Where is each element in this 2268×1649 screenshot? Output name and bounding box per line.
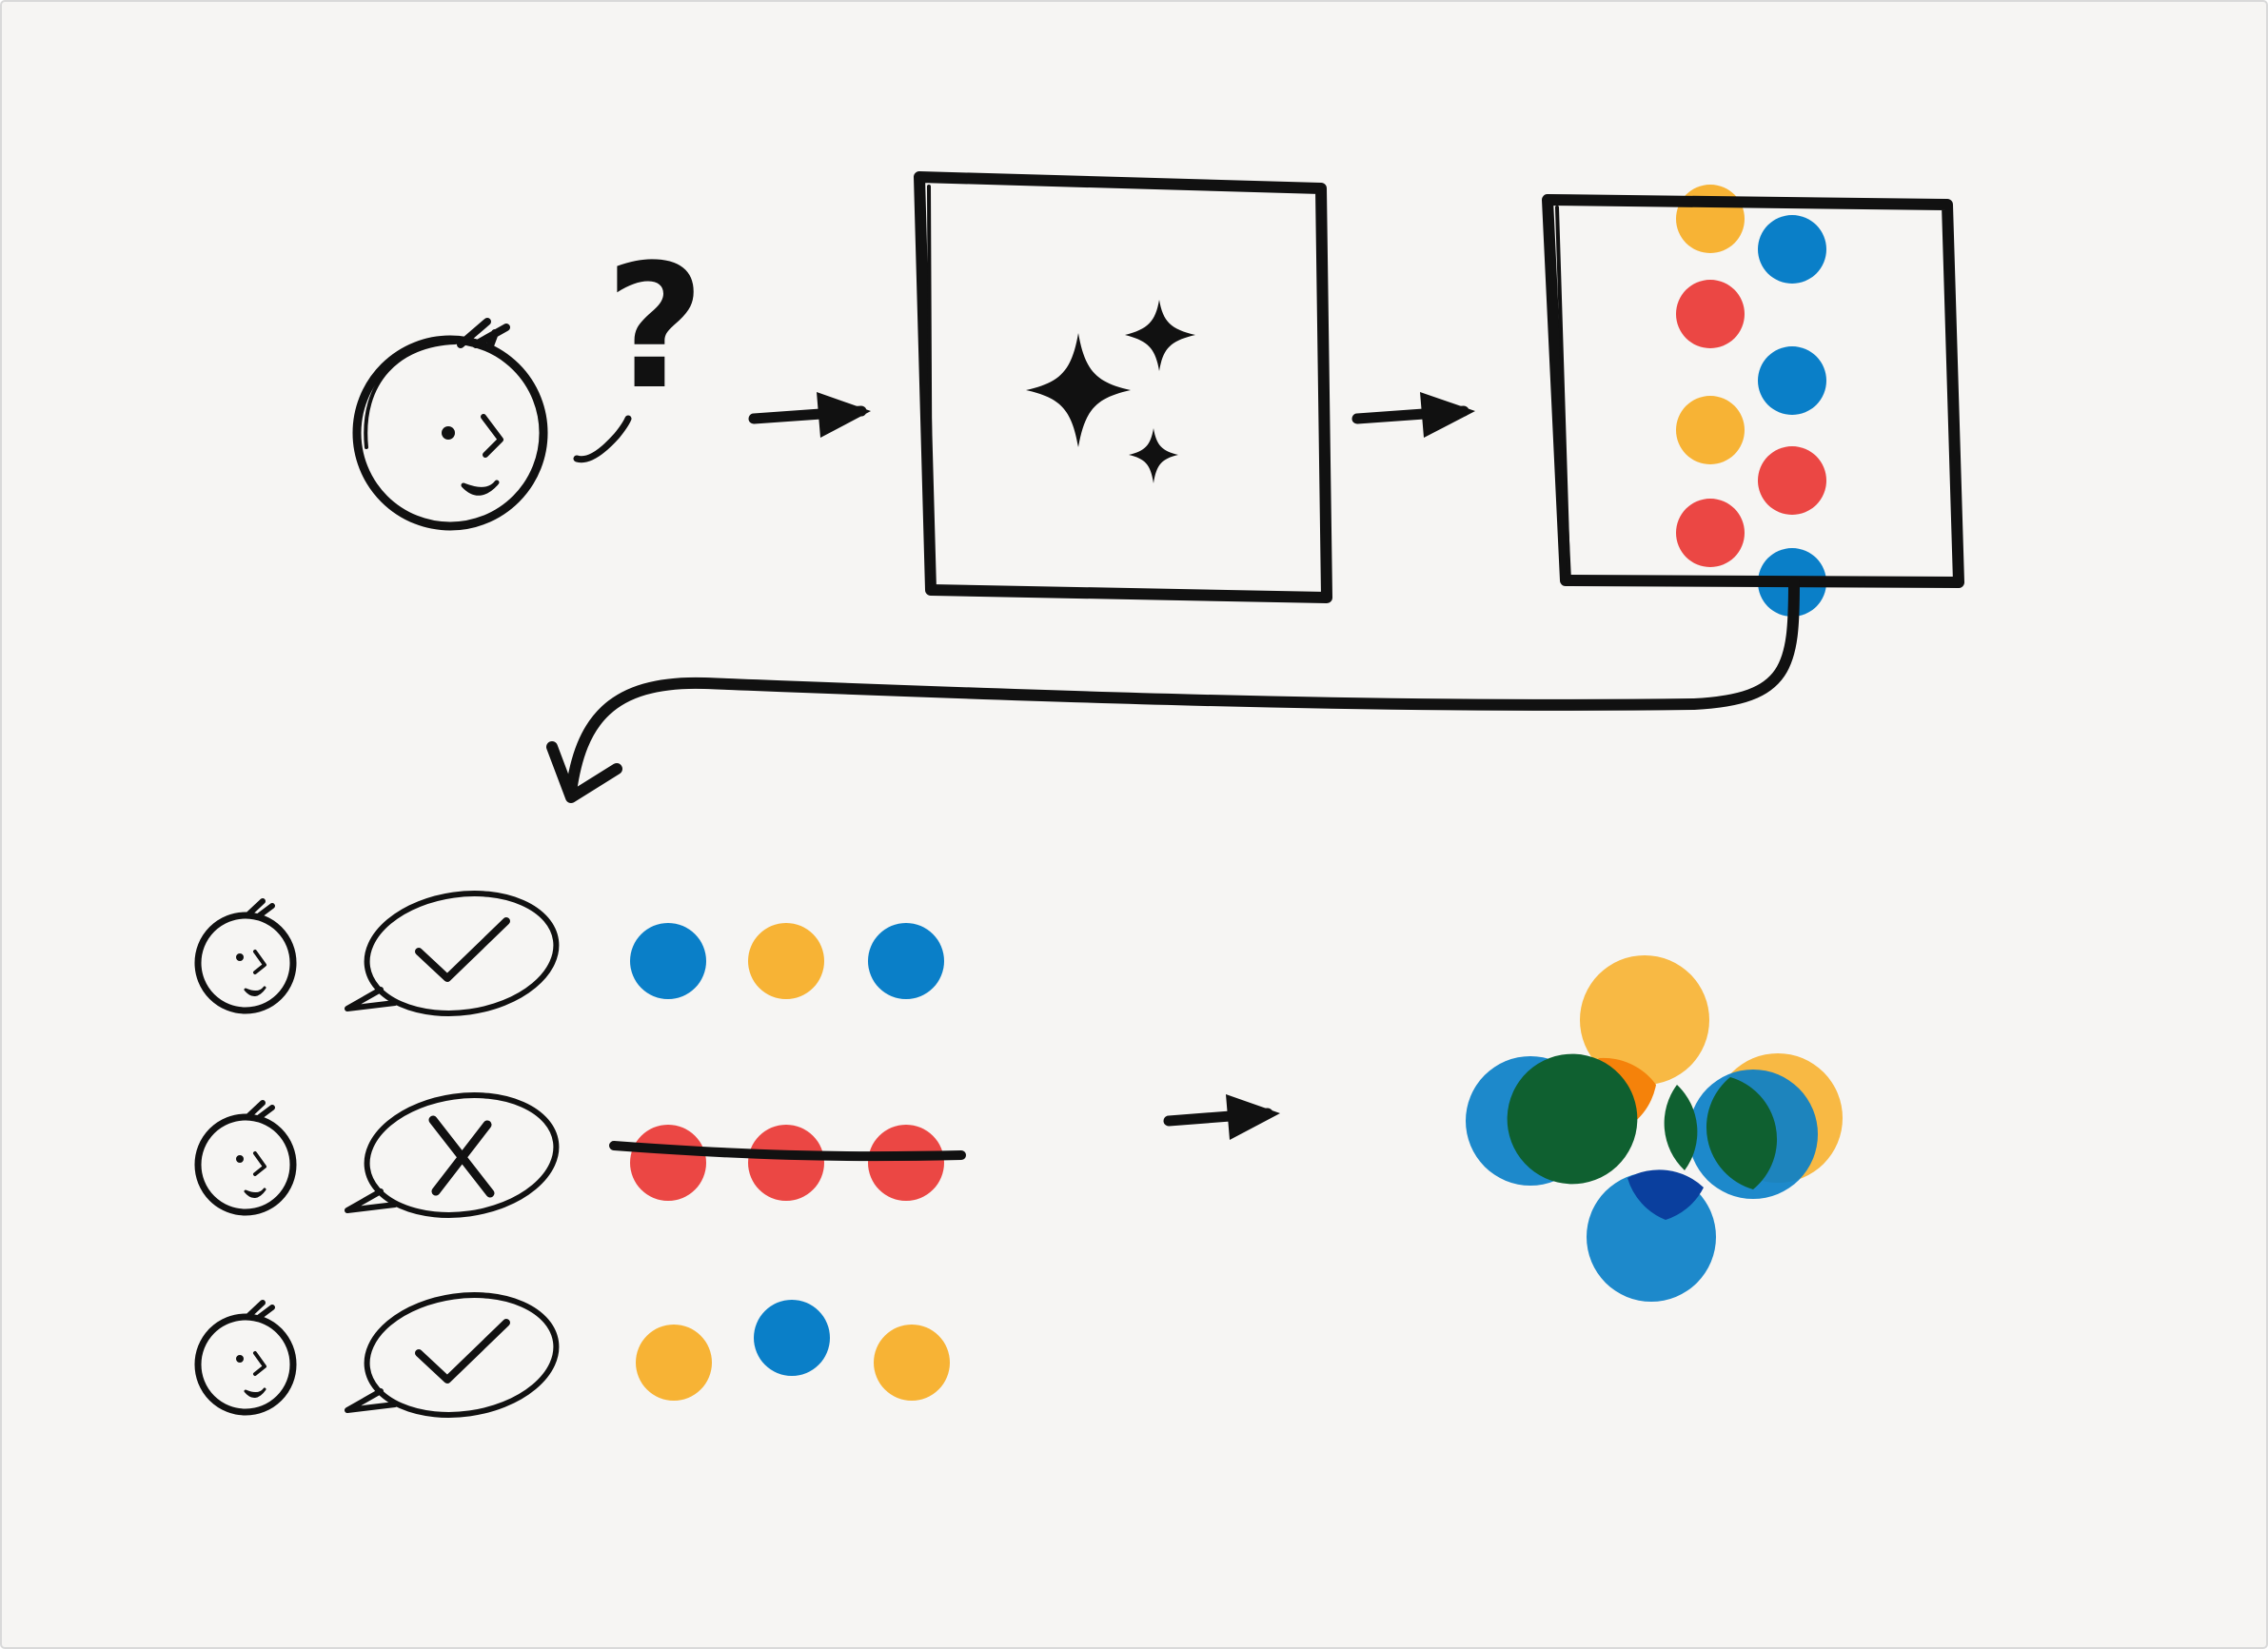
- x-mark-icon: [428, 1115, 495, 1198]
- feedback-dot-blue: [868, 923, 944, 999]
- feedback-dot-yellow: [874, 1325, 950, 1401]
- speech-bubble: [345, 1092, 560, 1218]
- asking-person: [352, 318, 632, 531]
- sparkle-icon-tiny: [1129, 428, 1178, 483]
- cluster-overlap: [1627, 1169, 1704, 1220]
- question-icon: ?: [605, 228, 704, 427]
- feedback-row: [194, 1292, 950, 1418]
- feedback-dot-red: [630, 1125, 706, 1201]
- output-dot-yellow: [1676, 396, 1745, 464]
- person-nose: [481, 414, 503, 458]
- feedback-row: [194, 891, 944, 1016]
- arrow-feedback-to-result: [1163, 1094, 1280, 1140]
- checkmark-icon: [415, 917, 510, 982]
- output-dot-red: [1676, 499, 1745, 567]
- feedback-dot-blue: [754, 1300, 830, 1376]
- output-dot-red: [1676, 280, 1745, 348]
- arrow-model-to-outputs: [1351, 392, 1475, 438]
- feedback-rows: [194, 891, 966, 1418]
- output-dot-yellow: [1676, 185, 1745, 253]
- model-box: [914, 171, 1332, 603]
- reviewer-face: [194, 1300, 297, 1416]
- cluster-dot-yellow: [1580, 955, 1709, 1085]
- arrow-outputs-to-feedback: [546, 577, 1800, 803]
- sparkle-icon-small: [1125, 300, 1195, 371]
- cluster-overlap: [1507, 1053, 1638, 1185]
- feedback-dot-yellow: [748, 923, 824, 999]
- feedback-dot-blue: [630, 923, 706, 999]
- person-head-inner-stroke: [364, 341, 457, 449]
- feedback-dot-yellow: [636, 1325, 712, 1401]
- speech-bubble: [345, 1292, 560, 1418]
- output-dot-red: [1758, 446, 1826, 515]
- person-mouth: [461, 480, 500, 496]
- reviewer-face: [194, 1100, 297, 1216]
- speech-bubble: [345, 891, 560, 1016]
- person-hair: [457, 318, 510, 352]
- feedback-dot-red: [868, 1125, 944, 1201]
- feedback-row: [194, 1092, 966, 1218]
- cluster-overlap: [1664, 1085, 1698, 1170]
- cluster-overlap: [1706, 1077, 1778, 1189]
- output-dot-blue: [1758, 346, 1826, 415]
- checkmark-icon: [415, 1319, 510, 1384]
- strike-through-line: [609, 1141, 966, 1162]
- person-speech-tick: [573, 415, 632, 463]
- person-eye-left: [442, 426, 455, 440]
- feedback-dot-red: [748, 1125, 824, 1201]
- aggregated-result-cluster: [1466, 955, 1843, 1302]
- person-head: [352, 335, 548, 531]
- sparkle-icon: [1026, 333, 1131, 447]
- output-dot-blue: [1758, 215, 1826, 284]
- arrow-person-to-model: [748, 392, 871, 438]
- reviewer-face: [194, 898, 297, 1014]
